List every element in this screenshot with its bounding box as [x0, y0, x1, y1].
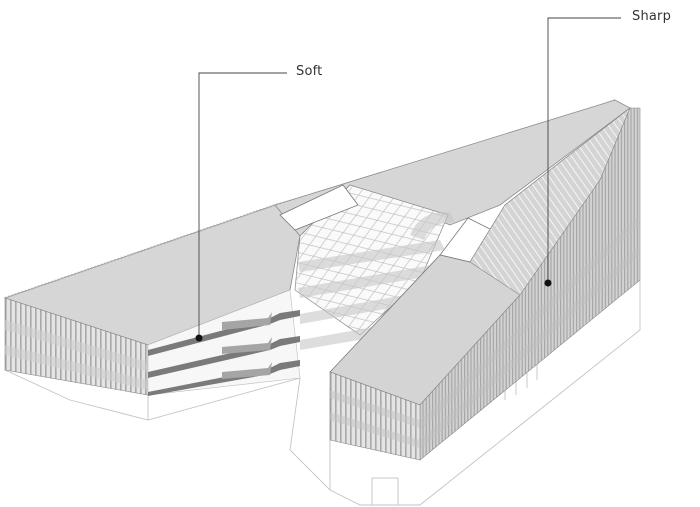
- leader-soft: [198, 72, 287, 338]
- right-facade-bands: [420, 215, 640, 450]
- leader-dot-soft: [195, 334, 203, 342]
- leader-dot-sharp: [544, 279, 552, 287]
- right-end-bands: [330, 390, 420, 448]
- leader-sharp: [547, 17, 621, 283]
- skylight-left: [279, 184, 359, 231]
- annotation-soft-label: Soft: [296, 64, 323, 79]
- left-roof-sawtooth: [4, 99, 616, 299]
- left-facade-bands: [5, 320, 148, 390]
- annotation-sharp-label: Sharp: [632, 9, 672, 24]
- soft-ramps: [148, 310, 300, 396]
- right-wing-long-facade: [419, 107, 641, 461]
